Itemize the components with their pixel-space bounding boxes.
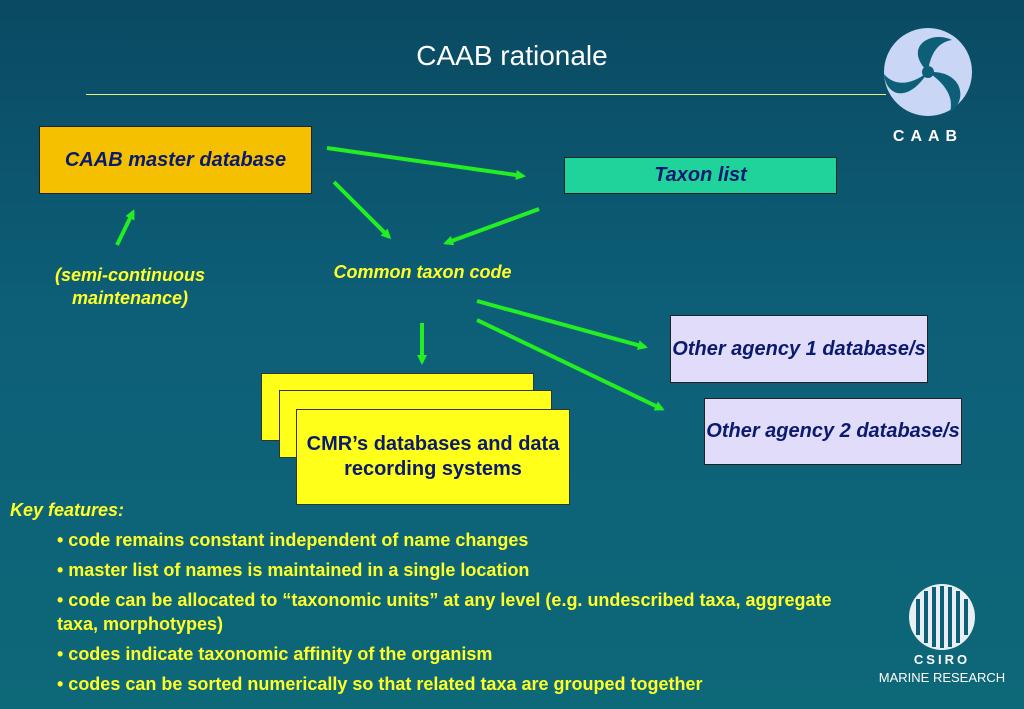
- taxon-list-box: Taxon list: [564, 157, 837, 194]
- arrow-master-to-taxon: [326, 146, 526, 180]
- common-taxon-code-label: Common taxon code: [333, 262, 512, 282]
- feature-item: • code can be allocated to “taxonomic un…: [57, 590, 832, 634]
- caab-logo-swirl-1: [917, 36, 952, 72]
- marine-research-text: MARINE RESEARCH: [878, 670, 1006, 685]
- feature-item: • master list of names is maintained in …: [57, 560, 530, 580]
- caab-logo-text: CAAB: [892, 128, 964, 145]
- semi-continuous-label: (semi-continuous maintenance): [54, 265, 205, 309]
- arrow-semi-to-master: [115, 209, 135, 246]
- cmr-databases-box: CMR’s databases and data recording syste…: [296, 409, 570, 505]
- csiro-logo-text: CSIRO: [913, 652, 971, 667]
- caab-logo-center: [922, 66, 934, 78]
- key-features-list: • code remains constant independent of n…: [57, 528, 877, 702]
- arrow-master-to-common: [332, 180, 392, 240]
- caab-logo-swirl-2: [928, 71, 961, 112]
- caab-master-database-box: CAAB master database: [39, 126, 312, 194]
- key-features-title: Key features:: [10, 500, 125, 520]
- arrow-common-to-agency2: [476, 318, 665, 411]
- arrow-common-to-agency1: [476, 299, 648, 350]
- title-divider: [86, 94, 886, 95]
- caab-logo-swirl-3: [884, 72, 928, 94]
- caab-logo: [884, 28, 972, 116]
- other-agency-2-box: Other agency 2 database/s: [704, 398, 962, 465]
- feature-item: • code remains constant independent of n…: [57, 530, 529, 550]
- csiro-logo: [909, 584, 975, 650]
- arrow-taxon-to-common: [443, 207, 540, 246]
- page-title: CAAB rationale: [416, 40, 608, 71]
- feature-item: • codes can be sorted numerically so tha…: [57, 674, 703, 694]
- feature-item: • codes indicate taxonomic affinity of t…: [57, 644, 493, 664]
- other-agency-1-box: Other agency 1 database/s: [670, 315, 928, 383]
- csiro-logo-stripes: [916, 586, 968, 648]
